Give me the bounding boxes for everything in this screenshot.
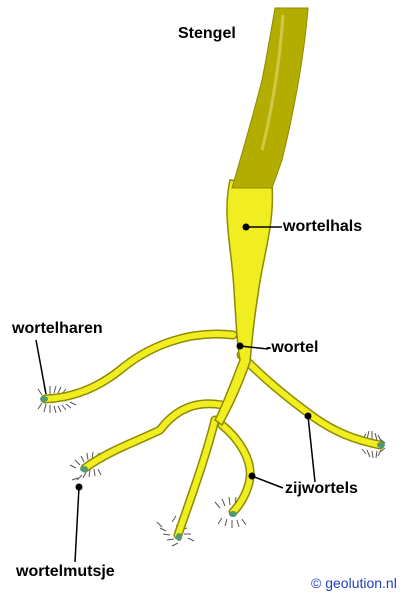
lateral-roots xyxy=(45,334,380,535)
label-root-hairs: wortelharen xyxy=(12,321,103,337)
label-root-text: wortel xyxy=(271,339,318,356)
label-stem: Stengel xyxy=(178,26,236,42)
dot-wortel xyxy=(237,343,244,350)
dot-wortelmutsje xyxy=(76,484,83,491)
leader-zijwortels-2 xyxy=(252,476,283,488)
label-lateral-roots: zijwortels xyxy=(285,481,358,497)
credit: © geolution.nl xyxy=(311,576,397,590)
dot-zijwortels-1 xyxy=(305,413,312,420)
label-root: -wortel xyxy=(266,340,318,356)
credit-text: geolution.nl xyxy=(325,575,397,591)
stem xyxy=(232,8,308,188)
main-root xyxy=(215,180,272,425)
leader-wortelharen xyxy=(36,340,46,394)
label-root-cap: wortelmutsje xyxy=(16,564,115,580)
copyright-symbol: © xyxy=(311,575,321,591)
label-root-neck: wortelhals xyxy=(283,219,362,235)
dot-wortelhals xyxy=(243,224,250,231)
dot-zijwortels-2 xyxy=(249,473,256,480)
leader-wortelmutsje xyxy=(75,487,79,562)
leader-zijwortels-1 xyxy=(308,416,315,482)
